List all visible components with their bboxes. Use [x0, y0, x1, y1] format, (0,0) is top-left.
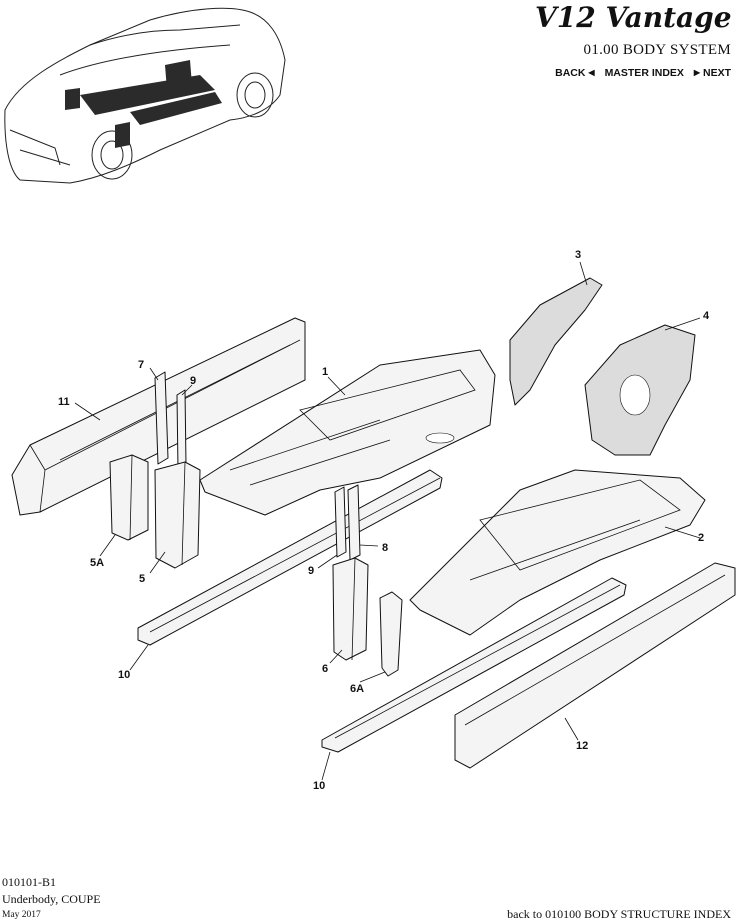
next-label: NEXT — [702, 67, 731, 79]
callout-2: 2 — [698, 532, 704, 544]
car-overview-illustration — [4, 7, 286, 184]
part-9-bracket-upper[interactable] — [176, 389, 187, 471]
part-2-floor-panel[interactable] — [409, 469, 706, 636]
callout-3: 3 — [575, 249, 581, 261]
part-5-pillar[interactable] — [154, 461, 201, 569]
callout-6a: 6A — [350, 683, 364, 695]
callout-5: 5 — [139, 573, 145, 585]
part-5a-pillar[interactable] — [109, 454, 149, 541]
part-1-floor-panel[interactable] — [199, 349, 496, 516]
callout-1: 1 — [322, 366, 328, 378]
part-12-outer-sill[interactable] — [454, 562, 736, 769]
callout-12: 12 — [576, 740, 588, 752]
part-7-bracket[interactable] — [154, 371, 169, 465]
navigation-bar: BACK ◀ MASTER INDEX ▶ NEXT — [555, 67, 731, 79]
part-6-pillar[interactable] — [332, 557, 369, 661]
callout-11: 11 — [58, 396, 70, 408]
part-3-panel[interactable] — [509, 277, 603, 406]
back-link[interactable]: BACK ◀ — [555, 67, 594, 79]
triangle-left-icon: ◀ — [588, 68, 595, 77]
v12-vantage-logo: V12 Vantage — [535, 1, 732, 34]
part-10-sill-upper[interactable] — [137, 469, 443, 646]
callout-7: 7 — [138, 359, 144, 371]
part-8-bracket[interactable] — [347, 484, 361, 561]
callout-5a: 5A — [90, 557, 104, 569]
document-title: Underbody, COUPE — [2, 892, 101, 906]
next-link[interactable]: ▶ NEXT — [694, 67, 731, 79]
triangle-right-icon: ▶ — [693, 68, 701, 77]
part-6a-bracket[interactable] — [379, 591, 403, 677]
part-10-sill-lower[interactable] — [321, 577, 627, 753]
body-structure-index-link[interactable]: back to 010100 BODY STRUCTURE INDEX — [507, 907, 731, 921]
callout-9-lower: 9 — [308, 565, 314, 577]
callout-9-upper: 9 — [190, 375, 196, 387]
callout-6: 6 — [322, 663, 328, 675]
brand-text: V12 Vantage — [535, 1, 732, 34]
document-code: 010101-B1 — [2, 875, 56, 889]
callout-8: 8 — [382, 542, 388, 554]
callout-4: 4 — [703, 310, 710, 322]
master-index-link[interactable]: MASTER INDEX — [604, 67, 684, 79]
underbody-exploded-diagram: 1 2 3 4 5 5A 6 6A 7 8 9 9 10 10 11 12 — [11, 249, 736, 792]
part-4-panel[interactable] — [584, 324, 696, 456]
part-9-bracket-lower[interactable] — [334, 486, 347, 558]
callout-10-upper: 10 — [118, 669, 130, 681]
system-title: 01.00 BODY SYSTEM — [583, 42, 731, 58]
document-date: May 2017 — [2, 910, 41, 920]
callout-10-lower: 10 — [313, 780, 325, 792]
back-label: BACK — [555, 67, 586, 79]
